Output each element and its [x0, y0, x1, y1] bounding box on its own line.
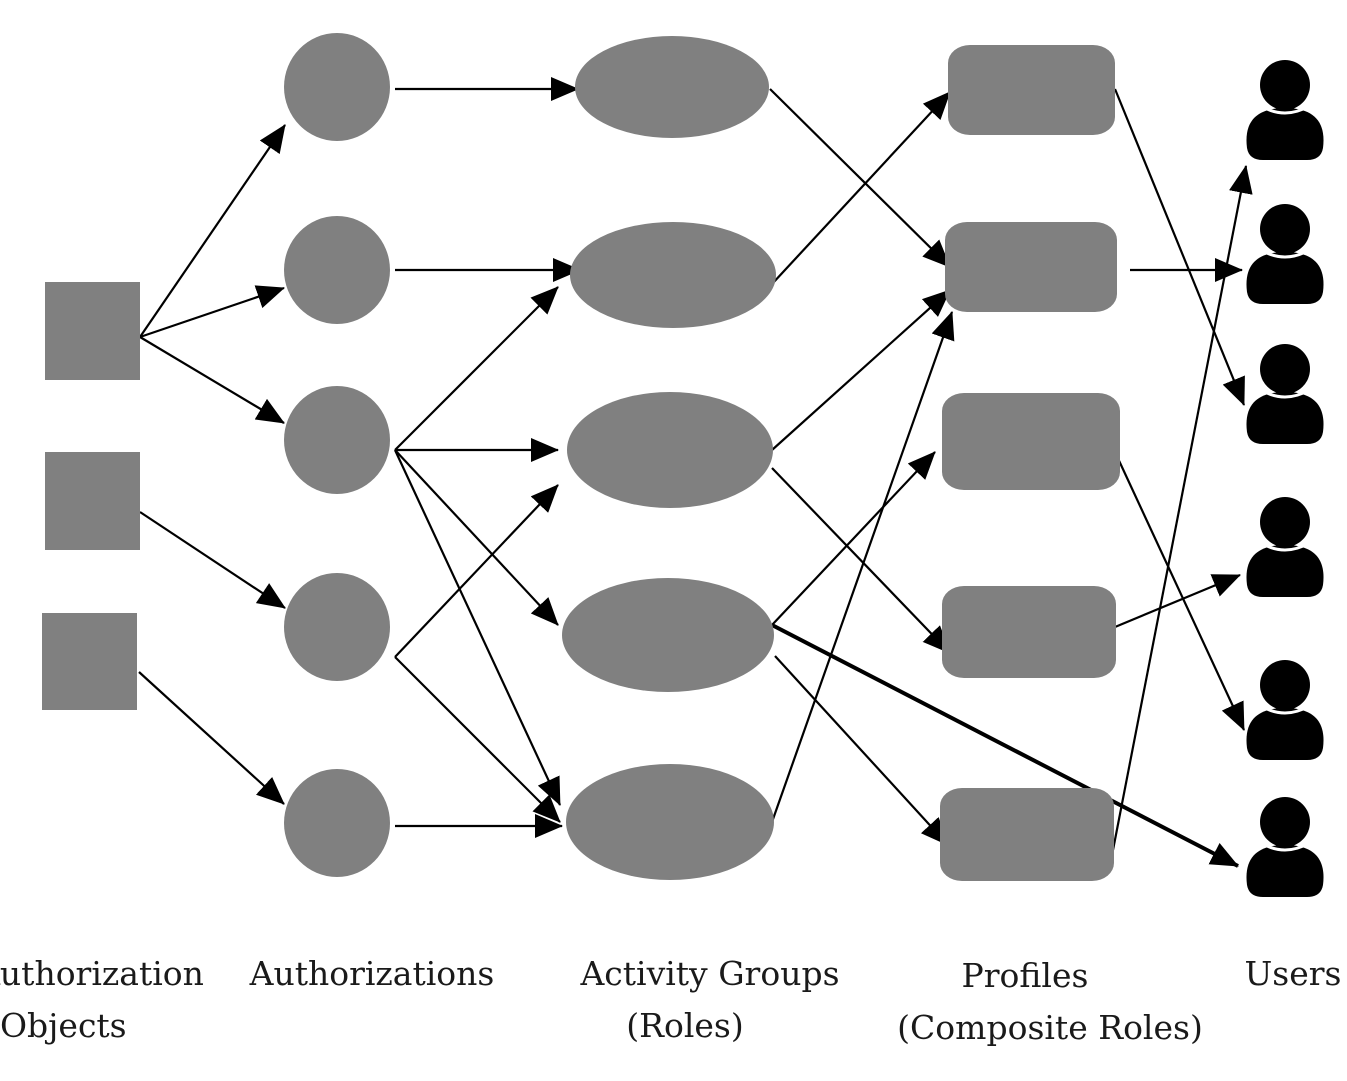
column-label-authorizations: Authorizations — [232, 948, 512, 1000]
user-body — [1246, 252, 1324, 304]
authorization-node — [284, 33, 390, 141]
activity-group-node — [567, 392, 773, 508]
user-icon — [1246, 204, 1324, 304]
user-head — [1260, 497, 1310, 547]
user-neck-gap — [1260, 248, 1310, 259]
column-label-activity-groups: Activity Groups (Roles) — [560, 948, 860, 1052]
edge-arrow — [771, 451, 936, 626]
edge-arrow — [771, 623, 1239, 868]
profile-node — [945, 222, 1117, 312]
edge-arrow — [771, 289, 951, 451]
user-neck-gap — [1260, 388, 1310, 399]
edge-arrow — [394, 656, 561, 823]
edges-layer — [138, 77, 1253, 868]
edge-arrow — [138, 671, 285, 805]
column-label-line: (Composite Roles) — [897, 1008, 1203, 1047]
user-head — [1260, 660, 1310, 710]
user-head — [1260, 204, 1310, 254]
column-label-line: Authorizations — [249, 954, 495, 993]
activity-group-node — [566, 764, 774, 880]
edge-arrow — [770, 311, 955, 823]
column-label-line: Activity Groups — [580, 954, 840, 993]
column-label-auth-objects: Authorization Objects — [0, 948, 220, 1052]
activity-group-node — [562, 578, 774, 692]
authorization-object-node — [45, 452, 140, 550]
edge-arrow — [139, 511, 286, 609]
authorization-node — [284, 216, 390, 324]
profile-node — [942, 393, 1120, 490]
edge-arrow — [394, 484, 559, 658]
column-label-profiles: Profiles (Composite Roles) — [880, 950, 1220, 1054]
user-body — [1246, 108, 1324, 160]
user-body — [1246, 545, 1324, 597]
column-label-users: Users — [1228, 948, 1347, 1000]
user-body — [1246, 708, 1324, 760]
user-icon — [1246, 497, 1324, 597]
user-neck-gap — [1260, 841, 1310, 852]
user-neck-gap — [1260, 704, 1310, 715]
user-icon — [1246, 660, 1324, 760]
column-label-line: Authorization — [0, 954, 204, 993]
profile-node — [942, 586, 1116, 678]
activity-group-node — [570, 222, 776, 328]
authorization-node — [284, 769, 390, 877]
user-body — [1246, 392, 1324, 444]
profile-node — [940, 788, 1114, 881]
edge-arrow — [1113, 88, 1246, 406]
nodes-layer — [42, 33, 1324, 897]
user-head — [1260, 60, 1310, 110]
column-label-line: Objects — [0, 1006, 127, 1045]
edge-arrow — [1111, 165, 1253, 851]
edge-arrow — [771, 91, 951, 285]
authorization-object-node — [42, 613, 137, 710]
column-label-line: Profiles — [961, 956, 1089, 995]
user-neck-gap — [1260, 541, 1310, 552]
user-body — [1246, 845, 1324, 897]
user-head — [1260, 344, 1310, 394]
edge-arrow — [774, 655, 949, 846]
edge-arrow — [139, 124, 286, 338]
edge-arrow — [394, 286, 559, 451]
user-icon — [1246, 60, 1324, 160]
edge-arrow — [394, 449, 561, 806]
user-neck-gap — [1260, 104, 1310, 115]
user-head — [1260, 797, 1310, 847]
column-label-line: Users — [1244, 954, 1342, 993]
edge-arrow — [394, 449, 559, 626]
profile-node — [948, 45, 1115, 135]
edge-arrow — [1114, 573, 1241, 629]
authorization-object-node — [45, 282, 140, 380]
authorization-node — [284, 573, 390, 681]
authorization-node — [284, 386, 390, 494]
edge-arrow — [139, 285, 285, 339]
user-icon — [1246, 344, 1324, 444]
column-label-line: (Roles) — [626, 1006, 744, 1045]
edge-arrow — [1114, 451, 1245, 731]
activity-group-node — [575, 36, 769, 138]
user-icon — [1246, 797, 1324, 897]
edge-arrow — [769, 88, 951, 268]
edge-arrow — [771, 467, 951, 654]
edge-arrow — [139, 336, 285, 424]
